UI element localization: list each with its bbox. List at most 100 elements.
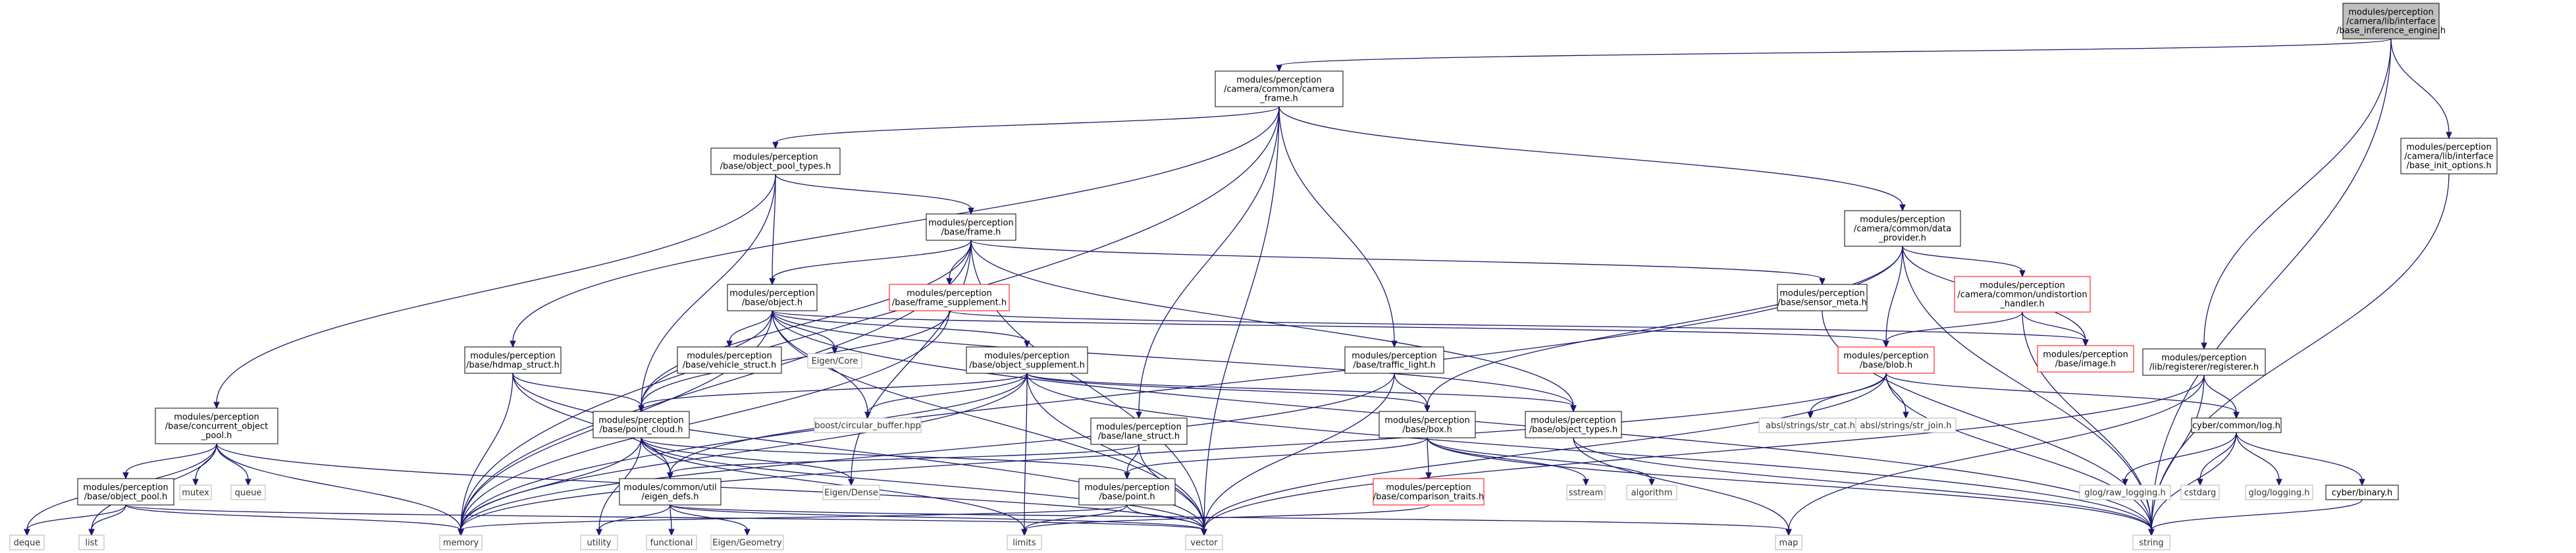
nodes-layer: modules/perception/camera/lib/interface/… (9, 3, 2498, 550)
node-box (1844, 210, 1961, 247)
node-frame-supp[interactable]: modules/perception/base/frame_supplement… (889, 284, 1010, 311)
node-utility[interactable]: utility (580, 535, 618, 550)
edge-lane-to-eigen-defs (667, 444, 1140, 480)
node-sensor-meta[interactable]: modules/perception/base/sensor_meta.h (1777, 284, 1868, 311)
node-box (1215, 70, 1344, 107)
edge-frame-supp-to-image (949, 310, 2089, 347)
node-box (77, 478, 174, 506)
node-obj-pool-types[interactable]: modules/perception/base/object_pool_type… (710, 147, 841, 175)
node-registerer[interactable]: modules/perception/lib/registerer/regist… (2142, 348, 2266, 376)
node-label: modules/perception (907, 289, 991, 299)
edge-frame-to-sensor-meta (970, 240, 1826, 286)
node-undistortion[interactable]: modules/perception/camera/common/undisto… (1954, 276, 2091, 313)
node-label: boost/circular_buffer.hpp (814, 421, 921, 431)
node-hdmap[interactable]: modules/perception/base/hdmap_struct.h (464, 346, 562, 374)
node-label: _provider.h (1878, 234, 1926, 244)
node-box (727, 284, 818, 311)
node-functional[interactable]: functional (646, 535, 697, 550)
edge-eigen-defs-to-utility (596, 504, 671, 537)
node-label: absl/strings/str_join.h (1860, 421, 1952, 431)
edge-eigen-defs-to-functional (668, 504, 675, 537)
edge-point-to-memory (458, 504, 1128, 537)
node-cam-frame[interactable]: modules/perception/camera/common/camera_… (1215, 70, 1344, 107)
edge-box-to-algorithm (1427, 437, 1655, 487)
node-eigen-defs[interactable]: modules/common/util/eigen_defs.h (619, 478, 722, 506)
node-queue[interactable]: queue (230, 485, 266, 500)
node-box (1007, 535, 1042, 550)
node-frame[interactable]: modules/perception/base/frame.h (926, 213, 1016, 241)
node-box (592, 411, 690, 438)
edge-registerer-to-log (2203, 375, 2240, 419)
node-box (2132, 535, 2170, 550)
node-boost-cb[interactable]: boost/circular_buffer.hpp (814, 417, 922, 433)
node-label: cyber/common/log.h (2192, 421, 2280, 431)
edge-cam-frame-to-data-provider (1278, 106, 1906, 212)
node-vector[interactable]: vector (1185, 535, 1223, 550)
node-box (2180, 485, 2220, 500)
node-label: /base/box.h (1402, 425, 1452, 435)
node-sstream[interactable]: sstream (1566, 485, 1606, 500)
node-box (807, 353, 862, 369)
node-cstdarg[interactable]: cstdarg (2180, 485, 2220, 500)
node-eigen-geom[interactable]: Eigen/Geometry (710, 535, 784, 550)
node-obj-types[interactable]: modules/perception/base/object_types.h (1525, 411, 1622, 438)
edge-eigen-defs-to-vector (670, 504, 1207, 537)
node-binary[interactable]: cyber/binary.h (2325, 485, 2399, 500)
node-init-opts[interactable]: modules/perception/camera/lib/interface/… (2400, 138, 2498, 174)
edge-blob-to-str-join (1885, 373, 1909, 419)
node-label: modules/perception (984, 352, 1069, 361)
node-box (464, 346, 562, 374)
node-root[interactable]: modules/perception/camera/lib/interface/… (2336, 3, 2446, 40)
edge-log-to-glog-raw (2122, 432, 2237, 487)
node-traffic[interactable]: modules/perception/base/traffic_light.h (1344, 346, 1444, 374)
node-obj-supp[interactable]: modules/perception/base/object_supplemen… (966, 346, 1088, 374)
node-mutex[interactable]: mutex (179, 485, 212, 500)
node-vehicle[interactable]: modules/perception/base/vehicle_struct.h (677, 346, 782, 374)
node-string[interactable]: string (2132, 535, 2170, 550)
node-glog-raw[interactable]: glog/raw_logging.h (2079, 485, 2171, 500)
node-label: algorithm (1631, 488, 1673, 498)
node-point[interactable]: modules/perception/base/point.h (1078, 478, 1176, 506)
node-label: cstdarg (2184, 488, 2217, 498)
node-list[interactable]: list (78, 535, 105, 550)
node-eigen-dense[interactable]: Eigen/Dense (822, 485, 880, 500)
edge-cam-frame-to-memory (458, 106, 1280, 537)
node-box[interactable]: modules/perception/base/box.h (1379, 411, 1476, 438)
node-image[interactable]: modules/perception/base/image.h (2037, 345, 2134, 373)
node-label: /base/object_pool.h (84, 492, 167, 502)
node-deque[interactable]: deque (9, 535, 45, 550)
edge-frame-to-object (769, 240, 972, 286)
node-memory[interactable]: memory (439, 535, 483, 550)
node-glog[interactable]: glog/logging.h (2245, 485, 2313, 500)
node-box (2191, 417, 2282, 433)
node-point-cloud[interactable]: modules/perception/base/point_cloud.h (592, 411, 690, 438)
edge-root-to-init-opts (2390, 38, 2452, 140)
node-label: Eigen/Dense (824, 488, 878, 498)
edge-traffic-to-memory (458, 373, 1395, 537)
node-algorithm[interactable]: algorithm (1626, 485, 1677, 500)
node-blob[interactable]: modules/perception/base/blob.h (1837, 346, 1935, 374)
node-limits[interactable]: limits (1007, 535, 1042, 550)
node-conc-pool[interactable]: modules/perception/base/concurrent_objec… (155, 408, 278, 444)
node-box (1626, 485, 1677, 500)
node-box (155, 408, 278, 444)
node-eigen-core[interactable]: Eigen/Core (807, 353, 862, 369)
node-label: /base/point_cloud.h (600, 425, 683, 435)
node-str-join[interactable]: absl/strings/str_join.h (1855, 417, 1957, 433)
node-obj-pool[interactable]: modules/perception/base/object_pool.h (77, 478, 174, 506)
node-object[interactable]: modules/perception/base/object.h (727, 284, 818, 311)
node-str-cat[interactable]: absl/strings/str_cat.h (1758, 417, 1862, 433)
node-data-provider[interactable]: modules/perception/camera/common/data_pr… (1844, 210, 1961, 247)
node-label: utility (587, 539, 612, 548)
node-comparison[interactable]: modules/perception/base/comparison_trait… (1373, 478, 1485, 506)
edge-point-to-vector (1126, 504, 1207, 537)
node-box (1090, 417, 1188, 445)
node-lane[interactable]: modules/perception/base/lane_struct.h (1090, 417, 1188, 445)
edge-box-to-point (1124, 437, 1428, 480)
node-map[interactable]: map (1775, 535, 1802, 550)
node-label: modules/perception (598, 416, 683, 426)
edge-data-provider-to-undistortion (1902, 246, 2026, 278)
node-label: modules/perception (729, 289, 814, 299)
node-log[interactable]: cyber/common/log.h (2191, 417, 2282, 433)
